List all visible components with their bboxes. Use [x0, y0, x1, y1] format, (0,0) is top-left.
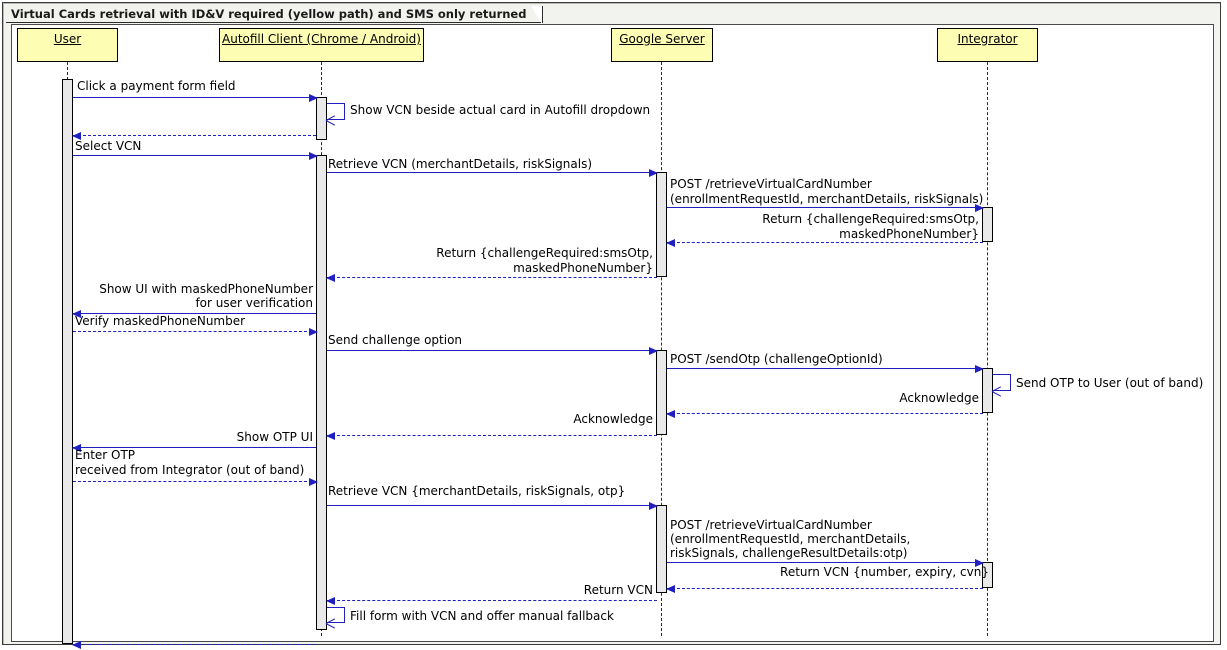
message-16-arrow: [72, 443, 316, 452]
arrow-head-left-icon: [666, 409, 675, 418]
arrow-head-right-icon: [649, 346, 658, 355]
participant-user[interactable]: User: [17, 28, 118, 62]
diagram-body: [11, 24, 1214, 642]
message-19-label-line1: POST /retrieveVirtualCardNumber: [670, 518, 872, 532]
arrow-head-right-icon: [649, 168, 658, 177]
lifeline-google: [661, 62, 662, 636]
message-6-label-line1: POST /retrieveVirtualCardNumber: [670, 177, 872, 191]
arrow-head-left-icon: [72, 443, 81, 452]
message-7-label-line2: maskedPhoneNumber}: [839, 227, 979, 241]
message-6-label-line2: (enrollmentRequestId, merchantDetails, r…: [670, 192, 984, 206]
participant-autofill-client[interactable]: Autofill Client (Chrome / Android): [219, 28, 424, 62]
message-8-label-line2: maskedPhoneNumber}: [513, 261, 653, 275]
message-14-arrow: [666, 409, 983, 418]
message-21-label: Return VCN: [583, 583, 653, 597]
arrow-head-left-icon: [666, 584, 675, 593]
arrow-head-right-icon: [975, 558, 984, 567]
message-6-arrow: [667, 203, 984, 212]
message-12-arrow: [667, 364, 984, 373]
arrow-head-right-icon: [975, 364, 984, 373]
arrow-head-open-left-icon: [326, 115, 335, 125]
arrow-head-right-icon: [309, 327, 318, 336]
message-15-arrow: [326, 431, 657, 440]
message-4-arrow: [73, 151, 318, 160]
arrow-head-open-left-icon: [326, 618, 335, 628]
message-19-label-line2: (enrollmentRequestId, merchantDetails,: [670, 532, 911, 546]
message-9-label-line1: Show UI with maskedPhoneNumber: [99, 282, 313, 296]
message-14-label: Acknowledge: [899, 391, 979, 405]
message-16-label: Show OTP UI: [236, 430, 313, 444]
arrow-head-left-icon: [326, 596, 335, 605]
message-7-label-line1: Return {challengeRequired:smsOtp,: [762, 212, 979, 226]
arrow-head-right-icon: [975, 203, 984, 212]
message-18-arrow: [327, 501, 658, 510]
message-7-arrow: [666, 238, 983, 247]
message-15-label: Acknowledge: [573, 412, 653, 426]
arrow-head-open-left-icon: [992, 386, 1001, 396]
arrow-head-right-icon: [649, 501, 658, 510]
activation-integrator-1: [982, 207, 993, 242]
message-20-label: Return VCN {number, expiry, cvn}: [780, 565, 989, 579]
activation-google-2: [656, 350, 667, 435]
arrow-head-left-icon: [326, 273, 335, 282]
message-2-label: Show VCN beside actual card in Autofill …: [350, 103, 651, 117]
arrow-head-right-icon: [309, 151, 318, 160]
message-18-label: Retrieve VCN {merchantDetails, riskSigna…: [328, 484, 626, 498]
diagram-title: Virtual Cards retrieval with ID&V requir…: [6, 6, 544, 24]
arrow-head-right-icon: [309, 477, 318, 486]
activation-google-1: [656, 172, 667, 277]
message-19-label-line3: riskSignals, challengeResultDetails:otp): [670, 546, 908, 560]
activation-google-3: [656, 505, 667, 593]
activation-autofill-2: [316, 155, 327, 630]
activation-integrator-3: [982, 562, 993, 588]
arrow-head-right-icon: [309, 93, 318, 102]
message-9-label-line2: for user verification: [195, 296, 313, 310]
lifeline-integrator: [987, 62, 988, 636]
message-22-self-loop: [327, 607, 345, 623]
message-19-arrow: [667, 558, 984, 567]
activation-user-1: [62, 79, 73, 644]
message-20-arrow: [666, 584, 983, 593]
arrow-head-left-icon: [666, 238, 675, 247]
message-11-arrow: [327, 346, 658, 355]
message-5-label: Retrieve VCN (merchantDetails, riskSigna…: [328, 157, 592, 171]
participant-google-server-label: Google Server: [619, 32, 705, 46]
participant-autofill-client-label: Autofill Client (Chrome / Android): [222, 32, 421, 46]
participant-google-server[interactable]: Google Server: [611, 28, 713, 62]
arrow-head-left-icon: [72, 309, 81, 318]
message-9-arrow: [72, 309, 316, 318]
message-12-label: POST /sendOtp (challengeOptionId): [670, 352, 883, 366]
message-21-arrow: [326, 596, 657, 605]
message-13-label: Send OTP to User (out of band): [1016, 376, 1204, 390]
message-1-label: Click a payment form field: [77, 79, 236, 93]
message-8-label-line1: Return {challengeRequired:smsOtp,: [436, 246, 653, 260]
arrow-head-left-icon: [72, 640, 81, 649]
message-1-arrow: [73, 93, 318, 102]
message-10-arrow: [73, 327, 318, 336]
message-17-label-line2: received from Integrator (out of band): [75, 463, 305, 477]
arrow-head-left-icon: [72, 131, 81, 140]
message-13-self-loop: [993, 374, 1011, 391]
message-22-label: Fill form with VCN and offer manual fall…: [350, 609, 614, 623]
message-3-arrow: [72, 131, 316, 140]
message-5-arrow: [327, 168, 658, 177]
message-10-label: Verify maskedPhoneNumber: [75, 314, 246, 328]
participant-user-label: User: [53, 32, 82, 46]
message-11-label: Send challenge option: [328, 333, 463, 347]
message-2-self-loop: [327, 103, 345, 120]
message-4-label: Select VCN: [75, 139, 142, 153]
message-17-arrow: [73, 477, 318, 486]
participant-integrator-label: Integrator: [957, 32, 1018, 46]
message-8-arrow: [326, 273, 657, 282]
message-17-label-line1: Enter OTP: [75, 448, 136, 462]
message-23-arrow: [72, 640, 316, 649]
participant-integrator[interactable]: Integrator: [937, 28, 1038, 62]
arrow-head-left-icon: [326, 431, 335, 440]
